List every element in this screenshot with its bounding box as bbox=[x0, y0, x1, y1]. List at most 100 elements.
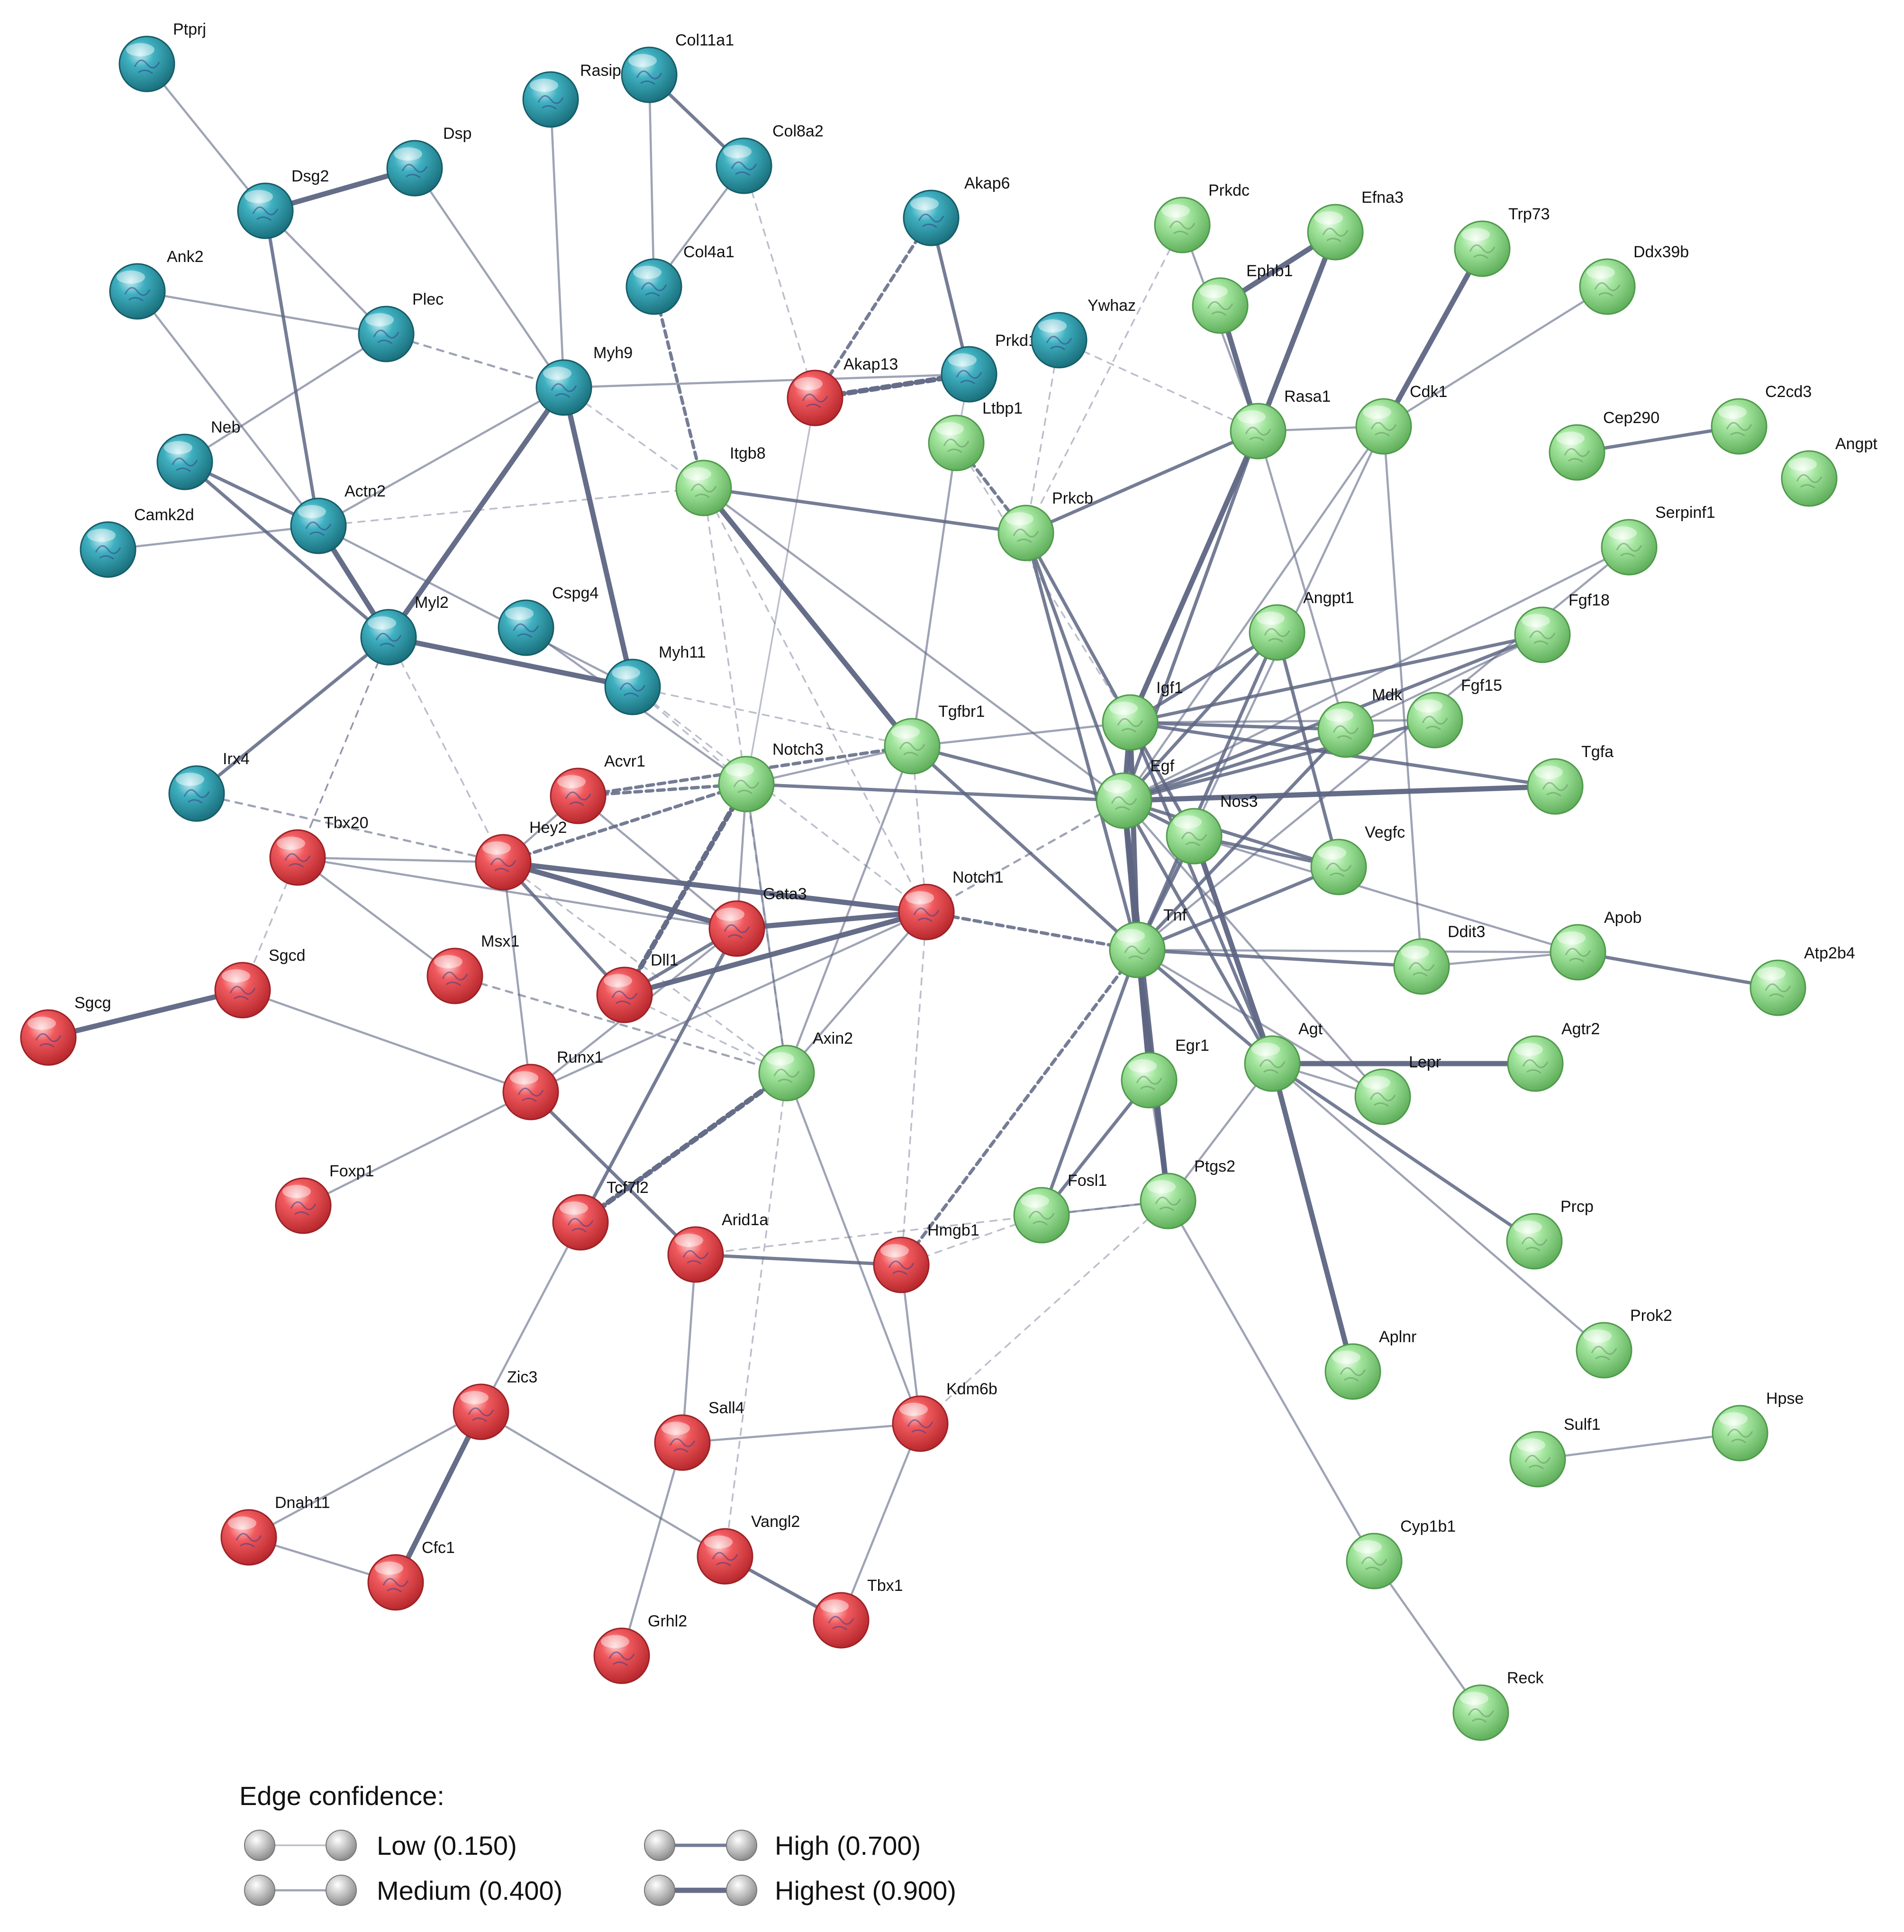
node-kdm6b[interactable]: Kdm6b bbox=[892, 1380, 997, 1452]
node-zic3[interactable]: Zic3 bbox=[453, 1368, 537, 1440]
node-prcp[interactable]: Prcp bbox=[1506, 1198, 1594, 1270]
node-hpse[interactable]: Hpse bbox=[1712, 1390, 1804, 1462]
node-sgcd[interactable]: Sgcd bbox=[214, 947, 306, 1019]
node-serpinf1[interactable]: Serpinf1 bbox=[1601, 504, 1715, 576]
node-tbx20[interactable]: Tbx20 bbox=[269, 814, 369, 886]
node-camk2d[interactable]: Camk2d bbox=[80, 506, 194, 578]
node-foxp1[interactable]: Foxp1 bbox=[275, 1162, 374, 1234]
node-rasip[interactable]: Rasip bbox=[522, 62, 621, 128]
node-col11a1[interactable]: Col11a1 bbox=[621, 31, 734, 103]
node-dll1[interactable]: Dll1 bbox=[596, 951, 679, 1023]
edge-gata3-tcf7l2 bbox=[579, 927, 739, 1224]
node-dsg2[interactable]: Dsg2 bbox=[237, 167, 329, 239]
node-fgf18[interactable]: Fgf18 bbox=[1514, 591, 1610, 663]
node-cep290[interactable]: Cep290 bbox=[1549, 409, 1659, 481]
node-ank2[interactable]: Ank2 bbox=[109, 248, 204, 320]
node-aplnr[interactable]: Aplnr bbox=[1324, 1328, 1416, 1400]
node-akap13[interactable]: Akap13 bbox=[787, 355, 898, 426]
node-apob[interactable]: Apob bbox=[1550, 909, 1641, 981]
node-prkcb[interactable]: Prkcb bbox=[997, 489, 1093, 561]
node-ptprj[interactable]: Ptprj bbox=[118, 20, 206, 92]
node-label: Trp73 bbox=[1508, 205, 1550, 223]
node-irx4[interactable]: Irx4 bbox=[168, 750, 250, 822]
node-prkdc[interactable]: Prkdc bbox=[1154, 181, 1250, 253]
node-label: Prkcb bbox=[1052, 489, 1093, 507]
node-runx1[interactable]: Runx1 bbox=[502, 1048, 603, 1120]
node-cdk1[interactable]: Cdk1 bbox=[1355, 383, 1447, 455]
node-axin2[interactable]: Axin2 bbox=[758, 1029, 853, 1101]
node-dsp[interactable]: Dsp bbox=[386, 125, 471, 197]
node-myh11[interactable]: Myh11 bbox=[604, 643, 706, 715]
node-trp73[interactable]: Trp73 bbox=[1454, 205, 1550, 277]
node-myh9[interactable]: Myh9 bbox=[535, 344, 633, 416]
node-actn2[interactable]: Actn2 bbox=[290, 482, 386, 554]
node-vangl2[interactable]: Vangl2 bbox=[697, 1513, 800, 1585]
node-fosl1[interactable]: Fosl1 bbox=[1013, 1172, 1107, 1244]
node-msx1[interactable]: Msx1 bbox=[426, 932, 519, 1004]
edge-notch3-egf bbox=[744, 782, 1126, 803]
node-reck[interactable]: Reck bbox=[1452, 1669, 1544, 1741]
node-egf[interactable]: Egf bbox=[1096, 757, 1175, 829]
node-notch3[interactable]: Notch3 bbox=[718, 740, 824, 813]
node-atp2b4[interactable]: Atp2b4 bbox=[1750, 944, 1855, 1016]
edge-tnf-agt bbox=[1135, 948, 1274, 1065]
node-ephb1[interactable]: Ephb1 bbox=[1192, 262, 1293, 334]
node-tbx1[interactable]: Tbx1 bbox=[813, 1577, 903, 1649]
protein-structure-icon bbox=[733, 779, 760, 794]
node-arid1a[interactable]: Arid1a bbox=[667, 1211, 768, 1283]
node-col8a2[interactable]: Col8a2 bbox=[716, 122, 824, 194]
protein-structure-icon bbox=[1542, 782, 1569, 797]
node-hmgb1[interactable]: Hmgb1 bbox=[873, 1221, 979, 1293]
node-tgfbr1[interactable]: Tgfbr1 bbox=[884, 703, 985, 775]
node-sall4[interactable]: Sall4 bbox=[654, 1399, 744, 1471]
node-prkd1[interactable]: Prkd1 bbox=[941, 332, 1037, 403]
node-itgb8[interactable]: Itgb8 bbox=[675, 444, 766, 516]
node-myl2[interactable]: Myl2 bbox=[360, 594, 449, 666]
node-tcf7l2[interactable]: Tcf7l2 bbox=[552, 1179, 649, 1251]
node-cspg4[interactable]: Cspg4 bbox=[498, 584, 598, 656]
node-label: Akap13 bbox=[843, 355, 898, 373]
node-tgfa[interactable]: Tgfa bbox=[1527, 743, 1614, 815]
node-angpt1[interactable]: Angpt1 bbox=[1249, 589, 1354, 661]
protein-structure-icon bbox=[1013, 528, 1039, 543]
node-akap6[interactable]: Akap6 bbox=[903, 174, 1010, 246]
node-ltbp1[interactable]: Ltbp1 bbox=[928, 399, 1023, 471]
node-ddit3[interactable]: Ddit3 bbox=[1393, 923, 1485, 995]
node-agtr2[interactable]: Agtr2 bbox=[1507, 1020, 1600, 1092]
node-rasa1[interactable]: Rasa1 bbox=[1230, 388, 1331, 460]
node-gata3[interactable]: Gata3 bbox=[708, 885, 807, 957]
node-vegfc[interactable]: Vegfc bbox=[1310, 823, 1405, 895]
node-plec[interactable]: Plec bbox=[358, 290, 444, 362]
node-egr1[interactable]: Egr1 bbox=[1121, 1037, 1209, 1109]
node-agt[interactable]: Agt bbox=[1244, 1020, 1323, 1092]
node-prok2[interactable]: Prok2 bbox=[1576, 1307, 1672, 1379]
node-ptgs2[interactable]: Ptgs2 bbox=[1140, 1157, 1235, 1229]
legend-node-sample bbox=[644, 1875, 675, 1906]
node-tnf[interactable]: Tnf bbox=[1109, 906, 1187, 978]
legend-label: Highest (0.900) bbox=[775, 1876, 956, 1905]
protein-structure-icon bbox=[305, 521, 332, 536]
node-grhl2[interactable]: Grhl2 bbox=[593, 1612, 687, 1684]
node-label: Prkdc bbox=[1208, 181, 1250, 199]
node-cfc1[interactable]: Cfc1 bbox=[367, 1539, 455, 1611]
node-fgf15[interactable]: Fgf15 bbox=[1406, 677, 1502, 749]
node-mdk[interactable]: Mdk bbox=[1317, 686, 1403, 758]
node-hey2[interactable]: Hey2 bbox=[475, 819, 567, 891]
node-notch1[interactable]: Notch1 bbox=[898, 868, 1004, 940]
node-igf1[interactable]: Igf1 bbox=[1102, 679, 1183, 751]
node-neb[interactable]: Neb bbox=[156, 418, 240, 490]
node-dnah11[interactable]: Dnah11 bbox=[220, 1494, 330, 1566]
node-nos3[interactable]: Nos3 bbox=[1166, 793, 1258, 865]
node-lepr[interactable]: Lepr bbox=[1354, 1053, 1441, 1125]
sphere-highlight bbox=[530, 79, 558, 92]
node-angpt[interactable]: Angpt bbox=[1781, 435, 1877, 507]
node-col4a1[interactable]: Col4a1 bbox=[626, 243, 734, 315]
node-cyp1b1[interactable]: Cyp1b1 bbox=[1346, 1517, 1456, 1589]
node-sulf1[interactable]: Sulf1 bbox=[1509, 1416, 1601, 1488]
node-sgcg[interactable]: Sgcg bbox=[20, 994, 111, 1066]
node-ywhaz[interactable]: Ywhaz bbox=[1031, 297, 1136, 369]
node-efna3[interactable]: Efna3 bbox=[1307, 189, 1404, 261]
node-c2cd3[interactable]: C2cd3 bbox=[1711, 383, 1812, 455]
node-acvr1[interactable]: Acvr1 bbox=[550, 752, 645, 824]
node-ddx39b[interactable]: Ddx39b bbox=[1579, 243, 1689, 315]
